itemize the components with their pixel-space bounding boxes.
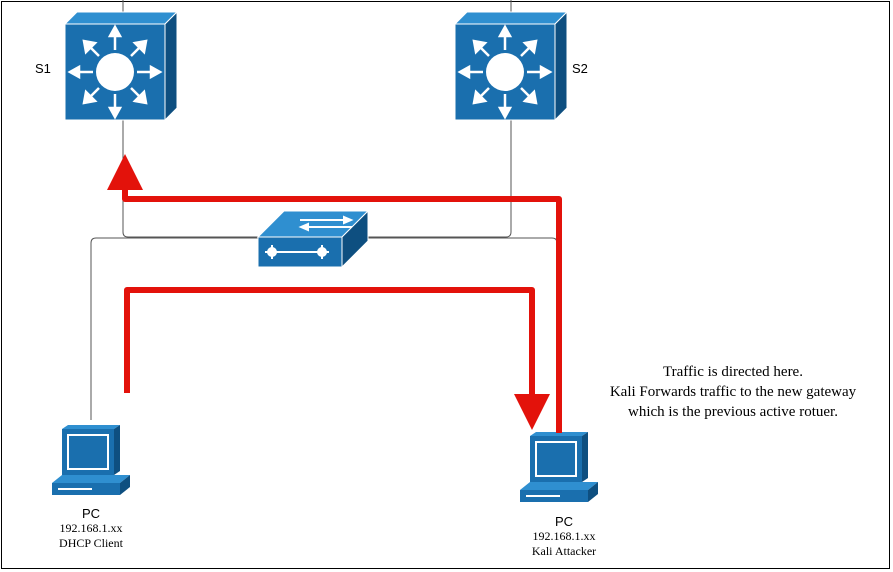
switch-label-s1: S1	[35, 61, 51, 76]
traffic-note: Traffic is directed here. Kali Forwards …	[578, 362, 888, 422]
switch-label-s2: S2	[572, 61, 588, 76]
pc-ip: 192.168.1.xx	[532, 529, 596, 543]
pc-icon	[52, 425, 130, 495]
multilayer-switch-icon	[453, 10, 569, 122]
pc-ip: 192.168.1.xx	[59, 521, 123, 535]
workgroup-switch-icon	[256, 209, 370, 269]
note-line: which is the previous active rotuer.	[628, 404, 838, 420]
traffic-arrow-to-kali	[124, 287, 550, 430]
note-line: Kali Forwards traffic to the new gateway	[609, 384, 857, 400]
pc-dhcp-client-label: PC 192.168.1.xx DHCP Client	[21, 506, 161, 551]
pc-type: PC	[554, 514, 574, 529]
pc-role: Kali Attacker	[531, 544, 597, 558]
pc-icon	[520, 432, 598, 502]
network-links	[90, 0, 558, 420]
note-line: Traffic is directed here.	[663, 364, 803, 380]
multilayer-switch-icon	[63, 10, 179, 122]
pc-role: DHCP Client	[59, 536, 123, 550]
pc-type: PC	[81, 506, 101, 521]
traffic-arrow-to-s1	[107, 154, 562, 433]
pc-kali-label: PC 192.168.1.xx Kali Attacker	[494, 514, 634, 559]
